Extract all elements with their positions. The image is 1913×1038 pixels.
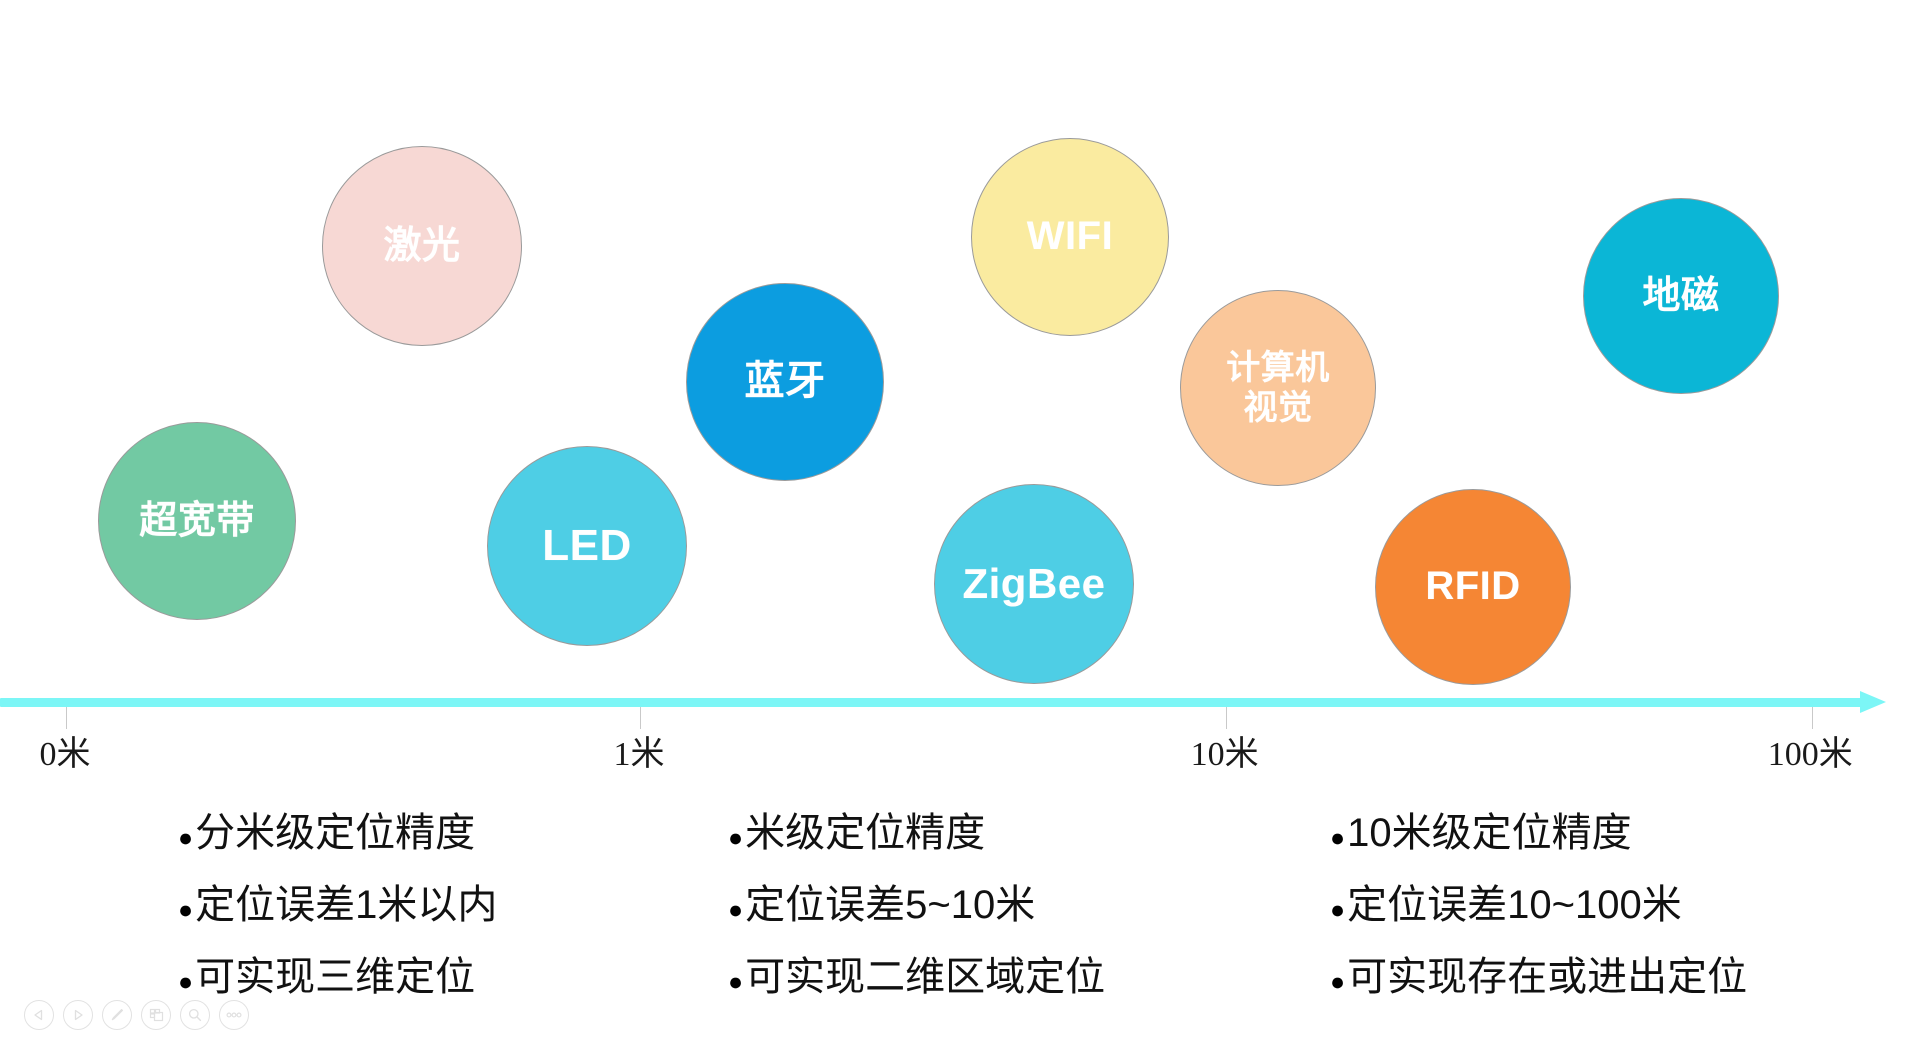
bubble-激光[interactable]: 激光 xyxy=(322,146,522,346)
axis-tick-label: 10米 xyxy=(1190,736,1259,773)
bullet-dot-icon: ● xyxy=(1330,968,1346,996)
bullet-dot-icon: ● xyxy=(178,968,194,996)
bullet-item: ●定位误差5~10米 xyxy=(728,872,1105,944)
bullet-text: 分米级定位精度 xyxy=(195,811,476,855)
bubble-RFID[interactable]: RFID xyxy=(1375,489,1571,685)
triangle-right-icon xyxy=(71,1008,85,1022)
bubble-label: RFID xyxy=(1425,564,1521,609)
bullet-text: 定位误差5~10米 xyxy=(745,883,1036,927)
bubble-蓝牙[interactable]: 蓝牙 xyxy=(686,283,884,481)
bubble-label: LED xyxy=(542,521,632,571)
bubble-label: WIFI xyxy=(1026,214,1114,259)
bullet-column-meter-accuracy: ●米级定位精度●定位误差5~10米●可实现二维区域定位 xyxy=(728,800,1105,1016)
bullet-text: 可实现二维区域定位 xyxy=(745,955,1106,999)
bullet-column-decimeter-accuracy: ●分米级定位精度●定位误差1米以内●可实现三维定位 xyxy=(178,800,497,1016)
zoom-button[interactable] xyxy=(180,1000,210,1030)
axis-arrow-icon xyxy=(1860,691,1886,713)
axis-line xyxy=(0,698,1866,707)
axis-tick xyxy=(1226,707,1227,729)
bubble-LED[interactable]: LED xyxy=(487,446,687,646)
axis-tick xyxy=(66,707,67,729)
bubble-计算机视觉[interactable]: 计算机 视觉 xyxy=(1180,290,1376,486)
next-slide-button[interactable] xyxy=(63,1000,93,1030)
axis-tick-label: 100米 xyxy=(1767,736,1853,773)
more-options-button[interactable] xyxy=(219,1000,249,1030)
bubble-地磁[interactable]: 地磁 xyxy=(1583,198,1779,394)
axis-tick-label: 0米 xyxy=(39,736,91,773)
bullet-text: 10米级定位精度 xyxy=(1347,811,1632,855)
bullet-item: ●可实现三维定位 xyxy=(178,944,497,1016)
bullet-dot-icon: ● xyxy=(728,968,744,996)
grid-layout-icon xyxy=(148,1007,165,1024)
presentation-toolbar[interactable] xyxy=(24,1000,249,1030)
bullet-dot-icon: ● xyxy=(178,824,194,852)
bullet-text: 可实现存在或进出定位 xyxy=(1347,955,1748,999)
bullet-item: ●米级定位精度 xyxy=(728,800,1105,872)
bullet-item: ●定位误差1米以内 xyxy=(178,872,497,944)
axis-tick xyxy=(640,707,641,729)
search-icon xyxy=(187,1007,203,1023)
bullet-column-ten-meter-accuracy: ●10米级定位精度●定位误差10~100米●可实现存在或进出定位 xyxy=(1330,800,1747,1016)
bullet-dot-icon: ● xyxy=(178,896,194,924)
bubble-label: 超宽带 xyxy=(139,499,255,542)
bullet-item: ●分米级定位精度 xyxy=(178,800,497,872)
bullet-text: 定位误差1米以内 xyxy=(195,883,498,927)
bullet-dot-icon: ● xyxy=(728,896,744,924)
bullet-dot-icon: ● xyxy=(1330,896,1346,924)
bubble-label: 计算机 视觉 xyxy=(1226,348,1330,427)
axis-tick-label: 1米 xyxy=(613,736,665,773)
timeline-axis xyxy=(0,690,1913,729)
bullet-item: ●定位误差10~100米 xyxy=(1330,872,1747,944)
bullet-item: ●10米级定位精度 xyxy=(1330,800,1747,872)
ellipsis-icon xyxy=(225,1010,243,1020)
bullet-text: 米级定位精度 xyxy=(745,811,986,855)
bubble-超宽带[interactable]: 超宽带 xyxy=(98,422,296,620)
bubble-WIFI[interactable]: WIFI xyxy=(971,138,1169,336)
previous-slide-button[interactable] xyxy=(24,1000,54,1030)
bubble-label: 激光 xyxy=(383,224,461,267)
bullet-text: 定位误差10~100米 xyxy=(1347,883,1682,927)
bullet-item: ●可实现存在或进出定位 xyxy=(1330,944,1747,1016)
bullet-text: 可实现三维定位 xyxy=(195,955,476,999)
pen-icon xyxy=(109,1007,125,1023)
bullet-item: ●可实现二维区域定位 xyxy=(728,944,1105,1016)
axis-tick xyxy=(1812,707,1813,729)
bubble-ZigBee[interactable]: ZigBee xyxy=(934,484,1134,684)
bubble-label: 蓝牙 xyxy=(744,359,826,404)
pen-button[interactable] xyxy=(102,1000,132,1030)
bubble-label: 地磁 xyxy=(1642,274,1720,317)
bullet-dot-icon: ● xyxy=(1330,824,1346,852)
bullet-dot-icon: ● xyxy=(728,824,744,852)
slide-layout-button[interactable] xyxy=(141,1000,171,1030)
bubble-label: ZigBee xyxy=(962,560,1106,608)
triangle-left-icon xyxy=(32,1008,46,1022)
